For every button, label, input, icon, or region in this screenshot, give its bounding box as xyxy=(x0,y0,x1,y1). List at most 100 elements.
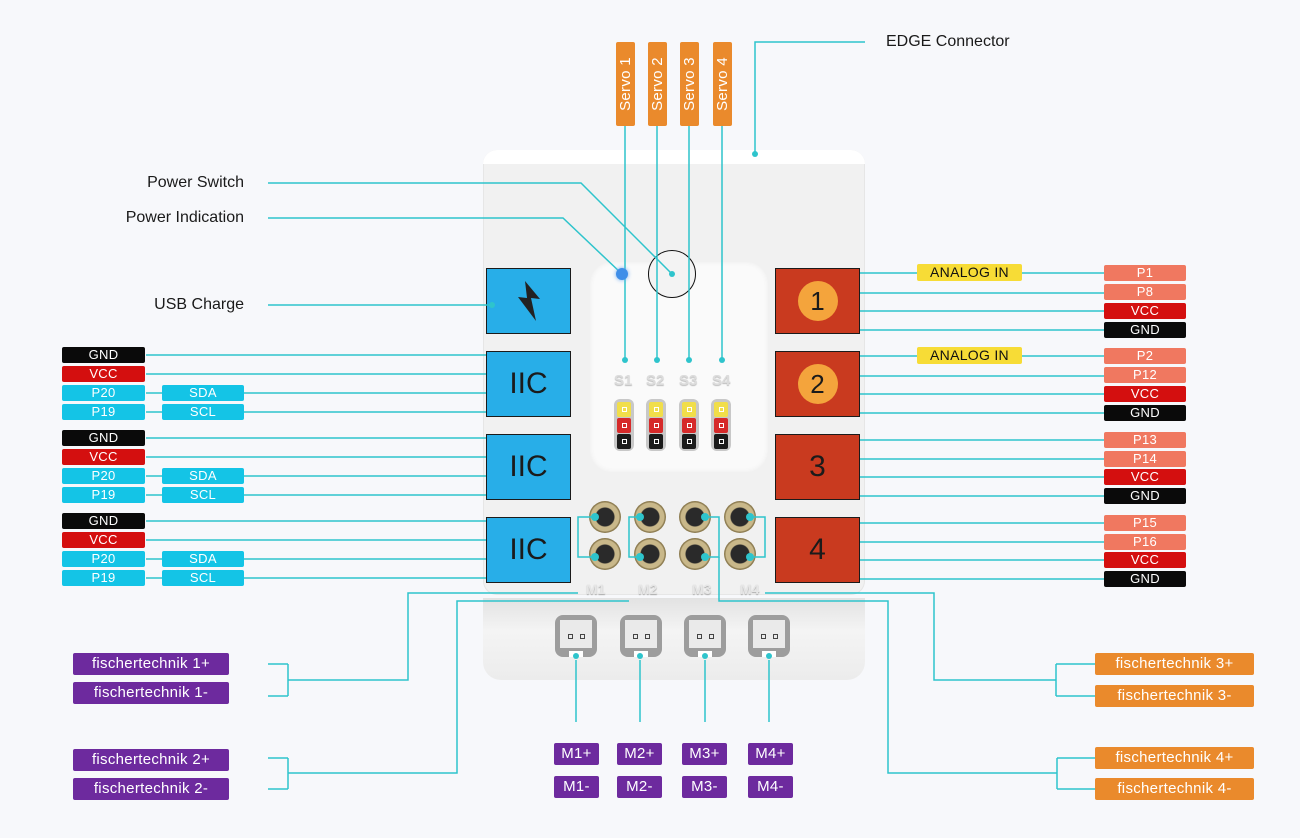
m1-minus-tag: M1- xyxy=(554,776,599,798)
servo-2-tag: Servo 2 xyxy=(648,42,667,126)
power-indication-label: Power Indication xyxy=(125,209,244,226)
port3-pin-tag: P14 xyxy=(1104,451,1186,467)
port4-gnd-tag: GND xyxy=(1104,571,1186,587)
iic2-p19-tag: P19 xyxy=(62,487,145,503)
port2-vcc-tag: VCC xyxy=(1104,386,1186,402)
servo-1-tag: Servo 1 xyxy=(616,42,635,126)
servo-pin-header-3[interactable] xyxy=(679,399,699,451)
port3-gnd-tag: GND xyxy=(1104,488,1186,504)
power-indicator-led xyxy=(616,268,628,280)
iic1-scl-tag: SCL xyxy=(162,404,244,420)
iic3-gnd-tag: GND xyxy=(62,513,145,529)
motor-jack-m1-minus[interactable] xyxy=(589,538,621,570)
servo-tag-text: Servo 2 xyxy=(648,57,666,111)
servo-header-label: S4 xyxy=(712,372,731,389)
iic2-p20-tag: P20 xyxy=(62,468,145,484)
iic3-sda-tag: SDA xyxy=(162,551,244,567)
motor-jack-m1-plus[interactable] xyxy=(589,501,621,533)
port-4[interactable]: 4 xyxy=(775,517,860,583)
m3-plus-tag: M3+ xyxy=(682,743,727,765)
iic-port-label: IIC xyxy=(509,450,548,483)
iic-port-2[interactable]: IIC xyxy=(486,434,571,500)
motor-jack-m3-plus[interactable] xyxy=(679,501,711,533)
power-switch-label: Power Switch xyxy=(147,174,244,191)
motor-jack-m3-minus[interactable] xyxy=(679,538,711,570)
m4-plus-tag: M4+ xyxy=(748,743,793,765)
iic3-scl-tag: SCL xyxy=(162,570,244,586)
m2-plus-tag: M2+ xyxy=(617,743,662,765)
fischertechnik-socket-1[interactable] xyxy=(555,615,597,657)
port2-gnd-tag: GND xyxy=(1104,405,1186,421)
fischertechnik-4-plus-tag: fischertechnik 4+ xyxy=(1095,747,1254,769)
edge-connector-slot xyxy=(483,150,865,164)
fischertechnik-3-plus-tag: fischertechnik 3+ xyxy=(1095,653,1254,675)
usb-charge-port[interactable] xyxy=(486,268,571,334)
servo-3-tag: Servo 3 xyxy=(680,42,699,126)
motor-label: M3 xyxy=(692,581,712,597)
motor-label: M2 xyxy=(638,581,658,597)
motor-jack-m4-minus[interactable] xyxy=(724,538,756,570)
board-bottom-ledge xyxy=(483,598,865,680)
servo-pin-header-2[interactable] xyxy=(646,399,666,451)
fischertechnik-2-plus-tag: fischertechnik 2+ xyxy=(73,749,229,771)
fischertechnik-socket-3[interactable] xyxy=(684,615,726,657)
fischertechnik-3-minus-tag: fischertechnik 3- xyxy=(1095,685,1254,707)
lightning-icon xyxy=(517,281,540,321)
servo-header-label: S2 xyxy=(646,372,665,389)
port-number: 3 xyxy=(809,450,826,483)
iic2-gnd-tag: GND xyxy=(62,430,145,446)
motor-jack-m4-plus[interactable] xyxy=(724,501,756,533)
port2-pin-tag: P2 xyxy=(1104,348,1186,364)
iic1-p19-tag: P19 xyxy=(62,404,145,420)
port4-vcc-tag: VCC xyxy=(1104,552,1186,568)
servo-pin-header-1[interactable] xyxy=(614,399,634,451)
iic1-p20-tag: P20 xyxy=(62,385,145,401)
servo-4-tag: Servo 4 xyxy=(713,42,732,126)
fischertechnik-2-minus-tag: fischertechnik 2- xyxy=(73,778,229,800)
m1-plus-tag: M1+ xyxy=(554,743,599,765)
servo-tag-text: Servo 3 xyxy=(680,57,698,111)
motor-label: M1 xyxy=(586,581,606,597)
iic3-vcc-tag: VCC xyxy=(62,532,145,548)
port4-pin-tag: P15 xyxy=(1104,515,1186,531)
fischertechnik-1-minus-tag: fischertechnik 1- xyxy=(73,682,229,704)
servo-tag-text: Servo 4 xyxy=(713,57,731,111)
port1-pin-tag: P1 xyxy=(1104,265,1186,281)
servo-header-label: S1 xyxy=(614,372,633,389)
motor-jack-m2-plus[interactable] xyxy=(634,501,666,533)
iic3-p20-tag: P20 xyxy=(62,551,145,567)
port1-pin-tag: P8 xyxy=(1104,284,1186,300)
port-1[interactable]: 1 xyxy=(775,268,860,334)
port2-pin-tag: P12 xyxy=(1104,367,1186,383)
port-3[interactable]: 3 xyxy=(775,434,860,500)
power-switch[interactable] xyxy=(648,250,696,298)
motor-label: M4 xyxy=(740,581,760,597)
iic2-scl-tag: SCL xyxy=(162,487,244,503)
fischertechnik-socket-2[interactable] xyxy=(620,615,662,657)
iic-port-1[interactable]: IIC xyxy=(486,351,571,417)
iic1-sda-tag: SDA xyxy=(162,385,244,401)
port-number-badge: 1 xyxy=(797,281,838,321)
port3-vcc-tag: VCC xyxy=(1104,469,1186,485)
port-number-badge: 2 xyxy=(797,364,838,404)
fischertechnik-socket-4[interactable] xyxy=(748,615,790,657)
servo-pin-header-4[interactable] xyxy=(711,399,731,451)
iic-port-label: IIC xyxy=(509,533,548,566)
iic1-gnd-tag: GND xyxy=(62,347,145,363)
port-2[interactable]: 2 xyxy=(775,351,860,417)
iic2-sda-tag: SDA xyxy=(162,468,244,484)
m4-minus-tag: M4- xyxy=(748,776,793,798)
port1-vcc-tag: VCC xyxy=(1104,303,1186,319)
port-number: 4 xyxy=(809,533,826,566)
port1-gnd-tag: GND xyxy=(1104,322,1186,338)
iic2-vcc-tag: VCC xyxy=(62,449,145,465)
port4-pin-tag: P16 xyxy=(1104,534,1186,550)
iic1-vcc-tag: VCC xyxy=(62,366,145,382)
fischertechnik-1-plus-tag: fischertechnik 1+ xyxy=(73,653,229,675)
port1-analog-tag: ANALOG IN xyxy=(917,264,1022,281)
fischertechnik-4-minus-tag: fischertechnik 4- xyxy=(1095,778,1254,800)
iic3-p19-tag: P19 xyxy=(62,570,145,586)
motor-jack-m2-minus[interactable] xyxy=(634,538,666,570)
usb-charge-label: USB Charge xyxy=(154,296,244,313)
iic-port-3[interactable]: IIC xyxy=(486,517,571,583)
